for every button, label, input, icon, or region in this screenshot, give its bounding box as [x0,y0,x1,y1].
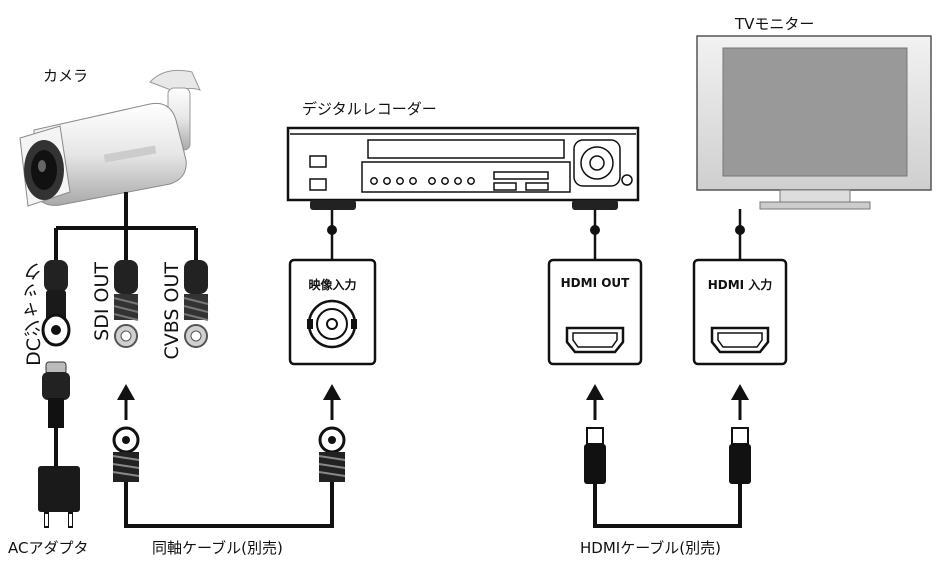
sdi-out-connector [113,260,139,348]
dc-jack-connector [41,260,71,347]
hdmi-out-port-box [547,210,643,366]
cvbs-out-connector [183,260,209,348]
hdmi-in-port-box [692,209,788,366]
ac-adapter-illustration [38,361,80,528]
digital-recorder-illustration [286,126,640,210]
video-input-label: 映像入力 [308,278,357,292]
recorder-label: デジタルレコーダー [302,100,437,118]
sdi-out-label: SDI OUT [91,262,113,341]
camera-label: カメラ [43,67,89,85]
hdmi-cable-label: HDMIケーブル(別売) [580,539,722,557]
tv-monitor-illustration [696,35,932,210]
camera-illustration [19,69,201,207]
tv-monitor-label: TVモニター [735,15,815,33]
ac-adapter-label: ACアダプタ [8,539,89,557]
hdmi-out-label: HDMI OUT [560,276,630,290]
camera-cable [54,192,198,262]
hdmi-in-label: HDMI 入力 [707,278,773,292]
hdmi-cable-illustration [584,427,751,528]
coax-cable-label: 同軸ケーブル(別売) [152,539,283,557]
connection-arrows [117,384,749,420]
dc-jack-label: DCジャック [23,262,45,366]
coax-cable-illustration [112,426,346,528]
video-input-port-box [288,210,377,366]
cvbs-out-label: CVBS OUT [161,262,183,360]
